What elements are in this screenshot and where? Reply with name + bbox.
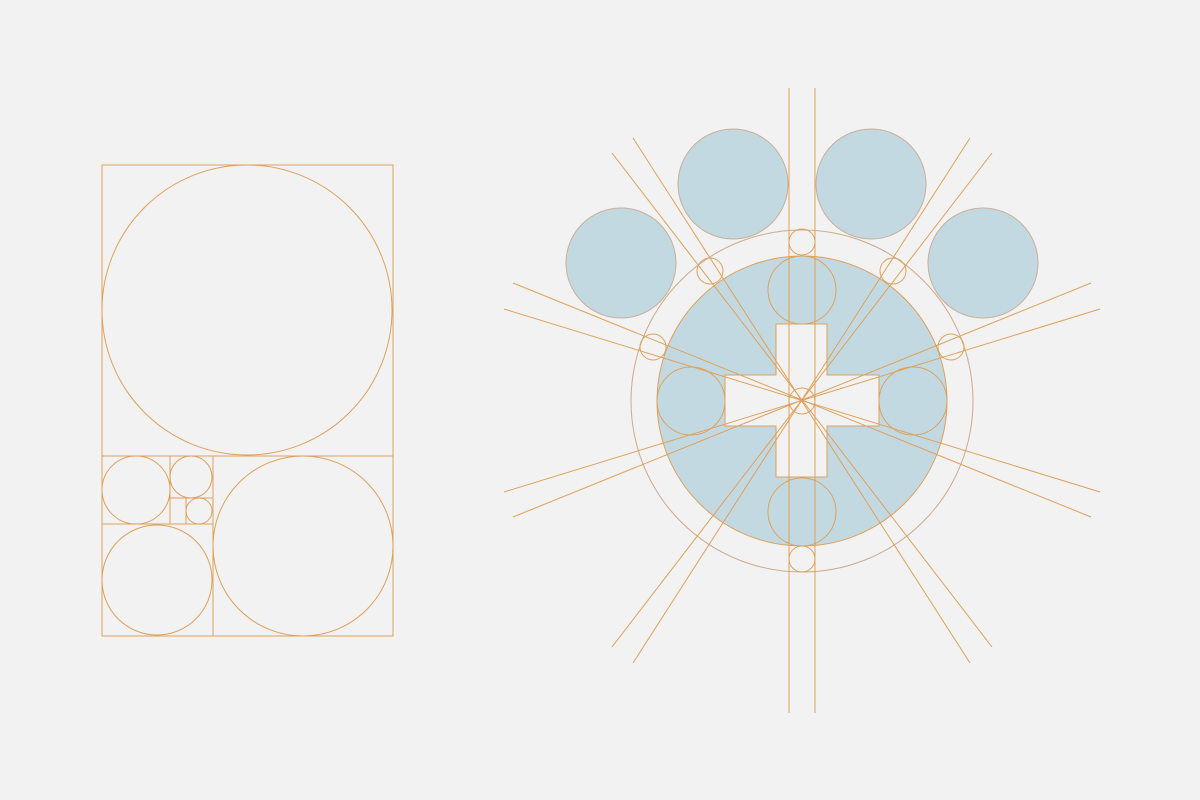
small-guide-circle: [639, 333, 667, 361]
inner-guide-circle: [878, 366, 948, 436]
outer-rectangle: [101, 164, 394, 637]
toe-pad: [565, 207, 677, 319]
small-guide-circle: [788, 228, 816, 256]
tiny-circle: [185, 497, 213, 525]
inner-guide-circle: [656, 366, 726, 436]
toe-pad: [677, 128, 789, 240]
center-circle: [788, 387, 816, 415]
small-guide-circle: [937, 333, 965, 361]
golden-ratio-grid: [101, 164, 394, 637]
small-circle: [101, 455, 171, 525]
toe-pad: [815, 128, 927, 240]
small-guide-circle: [788, 545, 816, 573]
inner-guide-circle: [767, 255, 837, 325]
small-guide-circle: [696, 257, 724, 285]
paw-logo-construction: [503, 88, 1101, 713]
medium-circle: [212, 455, 394, 637]
radial-guide-lines: [503, 88, 1101, 713]
large-circle: [101, 164, 393, 456]
guide-circles: [639, 228, 965, 573]
toe-pad: [927, 207, 1039, 319]
guide-line: [512, 282, 1092, 518]
small-guide-circle: [879, 257, 907, 285]
small-circle: [101, 524, 213, 636]
tiny-circle: [169, 455, 213, 499]
